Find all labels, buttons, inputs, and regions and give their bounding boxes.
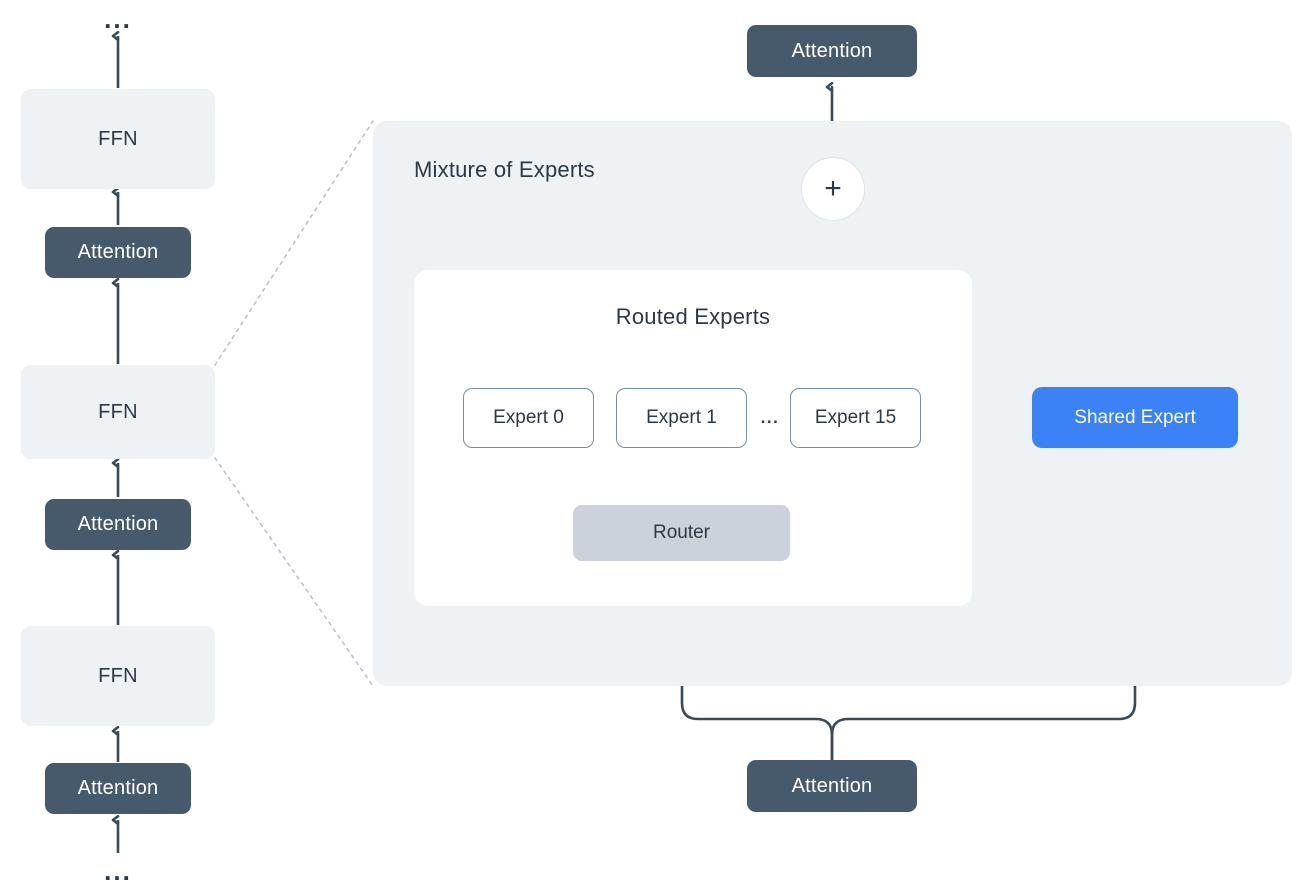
expert-list-ellipsis: ... <box>760 408 780 427</box>
moe-input-attention[interactable]: Attention <box>747 760 917 812</box>
combine-plus-node[interactable]: + <box>801 157 865 221</box>
moe-output-attention[interactable]: Attention <box>747 25 917 77</box>
attention-block-middle[interactable]: Attention <box>45 499 191 550</box>
expert-box-0[interactable]: Expert 0 <box>463 388 594 448</box>
expert-box-1[interactable]: Expert 1 <box>616 388 747 448</box>
expansion-line-top <box>214 120 374 366</box>
mixture-of-experts-title: Mixture of Experts <box>414 157 595 182</box>
shared-expert-box[interactable]: Shared Expert <box>1032 387 1238 448</box>
router-box[interactable]: Router <box>573 505 790 561</box>
expert-box-15[interactable]: Expert 15 <box>790 388 921 448</box>
expansion-line-bottom <box>214 457 374 687</box>
ffn-block-top[interactable]: FFN <box>21 89 215 189</box>
ffn-block-middle-expanded[interactable]: FFN <box>21 365 215 459</box>
routed-experts-title: Routed Experts <box>615 304 771 329</box>
attention-block-lower[interactable]: Attention <box>45 763 191 814</box>
stack-top-ellipsis: ... <box>104 4 132 34</box>
attention-block-upper[interactable]: Attention <box>45 227 191 278</box>
ffn-block-bottom[interactable]: FFN <box>21 626 215 726</box>
stack-bottom-ellipsis: ... <box>104 856 132 886</box>
